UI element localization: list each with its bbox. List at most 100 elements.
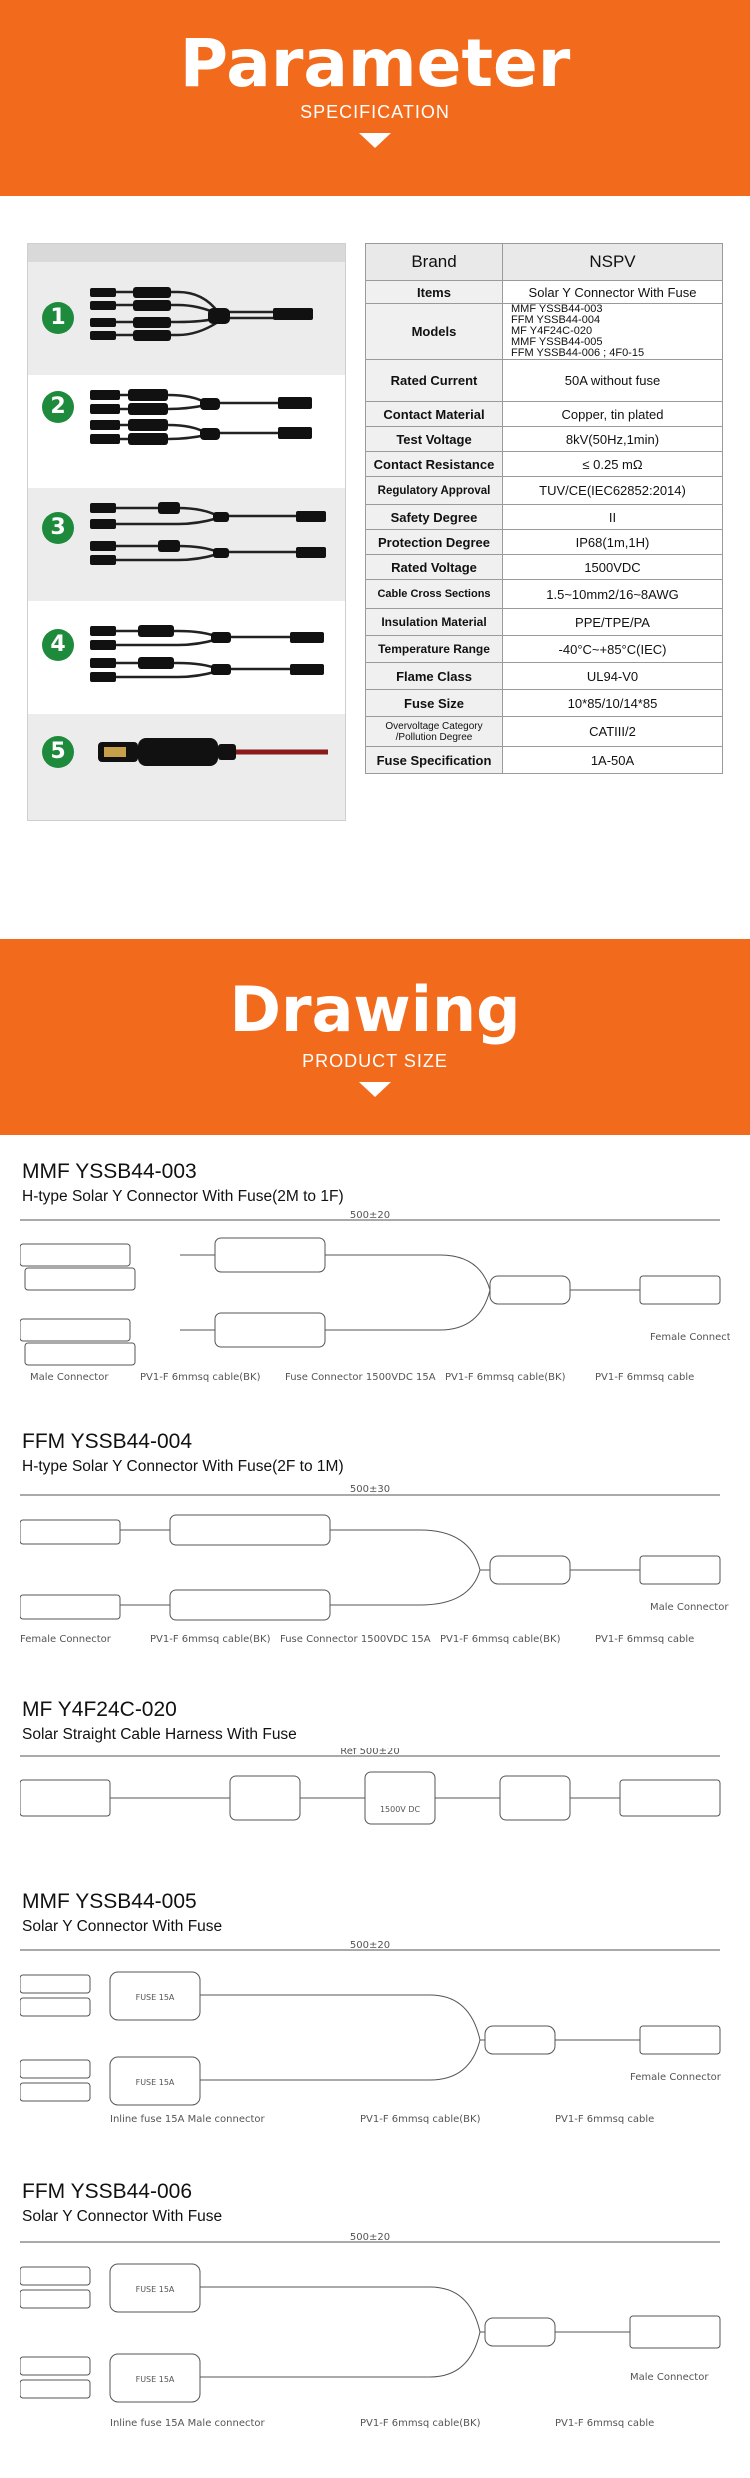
drawing-diagram-4: 500±20 FUSE 15A FUSE 15A Inline fuse 15A… [20,1940,722,2125]
row-key: Contact Material [365,401,503,427]
cable-photo-3 [90,502,326,565]
parameter-title: Parameter [179,25,571,102]
row-value: II [502,504,723,530]
callout-label: Inline fuse 15A Male connector [110,2114,266,2125]
product-photo-3: 3 [28,488,345,601]
drawing-diagram-1: 500±20 Male Connector PV1-F 6mmsq cable(… [20,1210,730,1383]
row-key: Rated Current [365,359,503,402]
callout-label: PV1-F 6mmsq cable(BK) [140,1372,261,1383]
row-key: Contact Resistance [365,451,503,477]
dimension-label: Ref 500±20 [340,1748,400,1757]
callout-label: PV1-F 6mmsq cable [595,1372,694,1383]
row-value: Solar Y Connector With Fuse [502,280,723,304]
table-row: Test Voltage 8kV(50Hz,1min) [365,426,723,452]
product-photo-2: 2 [28,375,345,488]
table-row: Regulatory Approval TUV/CE(IEC62852:2014… [365,476,723,505]
fuse-label: FUSE 15A [136,2285,175,2294]
row-value: TUV/CE(IEC62852:2014) [502,476,723,505]
table-row: Fuse Size 10*85/10/14*85 [365,689,723,717]
table-row: Safety Degree II [365,504,723,530]
table-row: Temperature Range -40°C~+85°C(IEC) [365,635,723,663]
model-line: FFM YSSB44-004 [511,314,601,326]
table-row: Flame Class UL94-V0 [365,662,723,690]
product-photo-4: 4 [28,601,345,714]
callout-label: PV1-F 6mmsq cable [555,2114,654,2125]
row-key: Rated Voltage [365,554,503,580]
drawing-title: Drawing [229,973,521,1046]
row-key: Models [365,303,503,360]
table-row: Contact Material Copper, tin plated [365,401,723,427]
fuse-label: 1500V DC [380,1805,421,1814]
callout-label: Male Connector [630,2372,709,2383]
parameter-banner: Parameter SPECIFICATION [0,0,750,196]
number-badge-5: 5 [42,736,74,768]
drawing-diagram-3: Ref 500±20 1500V DC [20,1748,721,1825]
drawing-model-title: FFM YSSB44-004 [22,1430,193,1453]
row-value: ≤ 0.25 mΩ [502,451,723,477]
dimension-label: 500±20 [350,2232,390,2243]
model-line: MMF YSSB44-005 [511,336,603,348]
photo-panel-header [28,244,345,262]
row-key: Fuse Size [365,689,503,717]
row-value: -40°C~+85°C(IEC) [502,635,723,663]
row-key: Overvoltage Category /Pollution Degree [365,716,503,747]
product-photo-5: 5 [28,714,345,820]
callout-label: Male Connector [30,1372,109,1383]
cable-photo-5 [98,738,328,766]
number-badge-4: 4 [42,629,74,661]
table-row: Rated Voltage 1500VDC [365,554,723,580]
specification-table: Brand NSPV Items Solar Y Connector With … [365,243,723,774]
row-value: 1A-50A [502,746,723,774]
down-arrow-icon [359,133,391,148]
drawing-description: Solar Y Connector With Fuse [22,2208,223,2225]
table-row: Models MMF YSSB44-003 FFM YSSB44-004 MF … [365,303,723,360]
dimension-label: 500±20 [350,1940,390,1951]
product-photo-1: 1 [28,262,345,375]
drawing-description: H-type Solar Y Connector With Fuse(2F to… [22,1458,344,1475]
row-value: 1500VDC [502,554,723,580]
number-badge-3: 3 [42,512,74,544]
cable-photo-1 [90,287,313,341]
callout-label: Fuse Connector 1500VDC 15A [280,1634,431,1645]
table-row: Rated Current 50A without fuse [365,359,723,402]
row-key: Test Voltage [365,426,503,452]
row-value: 10*85/10/14*85 [502,689,723,717]
callout-label: Female Connector [650,1332,730,1343]
down-arrow-icon [359,1082,391,1097]
row-value: 1.5~10mm2/16~8AWG [502,579,723,609]
table-row: Overvoltage Category /Pollution Degree C… [365,716,723,747]
row-key: Regulatory Approval [365,476,503,505]
drawing-model-title: MMF YSSB44-003 [22,1160,197,1183]
row-key: Cable Cross Sections [365,579,503,609]
cable-photo-2 [90,389,312,445]
table-row: Fuse Specification 1A-50A [365,746,723,774]
table-row: Items Solar Y Connector With Fuse [365,280,723,304]
fuse-label: FUSE 15A [136,2375,175,2384]
row-key: Safety Degree [365,504,503,530]
callout-label: Female Connector [20,1634,112,1645]
row-value: IP68(1m,1H) [502,529,723,555]
table-row: Contact Resistance ≤ 0.25 mΩ [365,451,723,477]
dimension-label: 500±30 [350,1484,390,1495]
fuse-label: FUSE 15A [136,1993,175,2002]
callout-label: PV1-F 6mmsq cable(BK) [360,2114,481,2125]
callout-label: PV1-F 6mmsq cable(BK) [360,2418,481,2429]
fuse-label: FUSE 15A [136,2078,175,2087]
drawing-subtitle: PRODUCT SIZE [302,1051,448,1071]
drawing-description: H-type Solar Y Connector With Fuse(2M to… [22,1188,344,1205]
row-value: 8kV(50Hz,1min) [502,426,723,452]
table-row: Insulation Material PPE/TPE/PA [365,608,723,636]
brand-label: Brand [365,243,503,281]
drawing-description: Solar Straight Cable Harness With Fuse [22,1726,297,1743]
row-key: Flame Class [365,662,503,690]
brand-value: NSPV [502,243,723,281]
callout-label: Female Connector [630,2072,722,2083]
cable-photo-4 [90,625,324,682]
dimension-label: 500±20 [350,1210,390,1221]
drawing-diagram-2: 500±30 Female Connector PV1-F 6mmsq cabl… [20,1484,729,1645]
row-key: Protection Degree [365,529,503,555]
model-line: MMF YSSB44-003 [511,303,603,315]
row-key: Items [365,280,503,304]
drawing-description: Solar Y Connector With Fuse [22,1918,223,1935]
model-line: MF Y4F24C-020 [511,325,593,337]
